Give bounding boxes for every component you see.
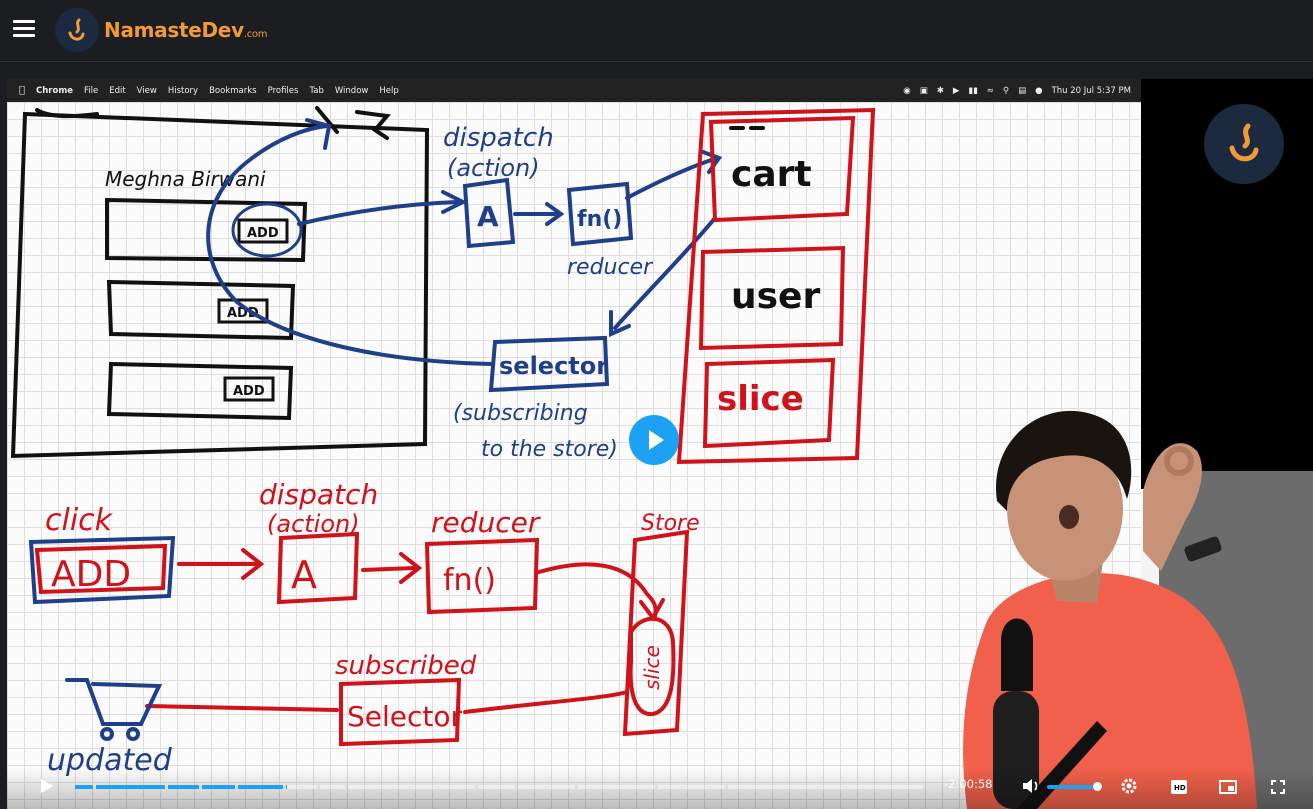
action-label: (action) (447, 154, 540, 182)
selector-box-text: selector (499, 352, 608, 380)
timeline-chapter-segment[interactable] (286, 785, 317, 789)
picture-in-picture-button[interactable] (1219, 779, 1237, 794)
menubar-item: Bookmarks (203, 85, 257, 96)
selector-box-red: Selector (347, 700, 463, 733)
menubar-item: Window (328, 85, 369, 96)
svg-text:HD: HD (1174, 784, 1186, 792)
screen-record-icon: ▶ (952, 85, 960, 96)
ui-sketch (10, 106, 430, 459)
site-logo[interactable]: NamasteDev.com (55, 8, 267, 52)
menubar-clock: Thu 20 Jul 5:37 PM (1051, 85, 1131, 96)
menubar-item: Profiles (261, 85, 299, 96)
site-domain: .com (243, 29, 268, 40)
play-icon (41, 779, 53, 793)
spotlight-icon: ⚲ (1002, 85, 1010, 96)
timeline-played-segment (96, 785, 165, 789)
click-label: click (45, 503, 114, 538)
dispatch-label: dispatch (443, 123, 554, 153)
fullscreen-icon (1271, 780, 1285, 794)
subscribing-note: (subscribing (453, 401, 588, 426)
menubar-item: View (130, 85, 157, 96)
wifi-icon: ≈ (986, 85, 994, 96)
settings-button[interactable] (1120, 777, 1138, 795)
action-label-red: (action) (267, 510, 360, 538)
macos-menubar:  Chrome File Edit View History Bookmark… (7, 79, 1141, 102)
reducer-label: reducer (567, 255, 654, 280)
timeline-played-segment (75, 785, 93, 789)
timeline-chapter-segment[interactable] (320, 785, 345, 789)
store-slice-user: user (731, 276, 820, 317)
menubar-item: Help (373, 85, 398, 96)
player-controls (7, 769, 1313, 809)
add-box-text: ADD (51, 554, 131, 595)
volume-icon (1023, 779, 1038, 793)
video-player[interactable]:  Chrome File Edit View History Bookmark… (7, 79, 1313, 809)
blue-flow (206, 118, 723, 393)
volume-button[interactable] (1021, 777, 1041, 795)
volume-slider-handle[interactable] (1093, 782, 1102, 791)
action-box-text: A (477, 200, 499, 233)
control-center-icon: ▤ (1018, 85, 1027, 96)
timeline-chapter-segment[interactable] (518, 785, 575, 789)
fullscreen-button[interactable] (1271, 779, 1285, 794)
updated-label: updated (47, 743, 173, 778)
menubar-item: File (77, 85, 98, 96)
timeline-played-segment (202, 785, 235, 789)
apple-icon:  (19, 85, 25, 96)
instructor-video-feed (963, 410, 1313, 809)
time-remaining: -2:00:58 (944, 777, 993, 791)
store-sketch (676, 107, 876, 465)
subscribed-label: subscribed (335, 651, 477, 681)
app-name: Chrome (30, 85, 73, 96)
timeline-chapter-segment[interactable] (478, 785, 515, 789)
battery-icon: ▮▮ (968, 85, 978, 96)
dispatch-label-red: dispatch (259, 478, 378, 511)
logo-text: NamasteDev.com (104, 18, 267, 42)
menubar-item: Edit (103, 85, 125, 96)
site-name: NamasteDev (104, 18, 244, 42)
progress-timeline[interactable] (75, 785, 923, 789)
add-button-sketch: ADD (247, 226, 279, 241)
volume-slider[interactable] (1047, 785, 1099, 789)
siri-icon: ● (1035, 85, 1043, 96)
add-button-sketch: ADD (233, 384, 265, 399)
timeline-chapter-segment[interactable] (578, 785, 655, 789)
subscribing-note-2: to the store) (481, 437, 618, 462)
slice-label-red: slice (640, 645, 664, 690)
bottom-flow (28, 529, 690, 747)
timeline-chapter-segment[interactable] (658, 785, 725, 789)
reducer-box-text: fn() (577, 207, 622, 232)
store-label-red: Store (641, 511, 700, 536)
logo-badge-icon (55, 8, 99, 52)
menu-icon[interactable] (13, 20, 35, 38)
hd-icon: HD (1171, 780, 1187, 794)
user-name-label: Meghna Birwani (105, 167, 266, 191)
big-play-button[interactable] (629, 415, 679, 465)
picture-in-picture-icon (1219, 780, 1237, 794)
reducer-label-red: reducer (431, 506, 541, 539)
watermark-logo-icon (1204, 104, 1284, 184)
quality-button[interactable]: HD (1171, 779, 1187, 794)
play-icon (649, 430, 664, 450)
timeline-played-segment (286, 785, 287, 789)
settings-icon (1121, 778, 1137, 794)
menubar-item: History (161, 85, 198, 96)
reducer-box-red: fn() (443, 563, 496, 598)
display-icon: ▣ (919, 85, 928, 96)
record-icon: ◉ (903, 85, 911, 96)
store-slice-cart: cart (731, 154, 812, 195)
bluetooth-icon: ✱ (936, 85, 944, 96)
whiteboard-diagram: Meghna Birwani ADD ADD ADD dispatch (act… (10, 106, 876, 778)
timeline-chapter-segment[interactable] (348, 785, 475, 789)
play-pause-button[interactable] (37, 777, 55, 795)
action-box-red: A (291, 553, 317, 597)
timeline-played-segment (238, 785, 283, 789)
timeline-played-segment (168, 785, 199, 789)
store-slice-generic: slice (717, 379, 804, 419)
menubar-status-area: ◉ ▣ ✱ ▶ ▮▮ ≈ ⚲ ▤ ● Thu 20 Jul 5:37 PM (903, 79, 1131, 102)
whiteboard (7, 102, 1141, 809)
site-header: NamasteDev.com (0, 0, 1313, 62)
timeline-chapter-segment[interactable] (728, 785, 923, 789)
menubar-item: Tab (303, 85, 323, 96)
